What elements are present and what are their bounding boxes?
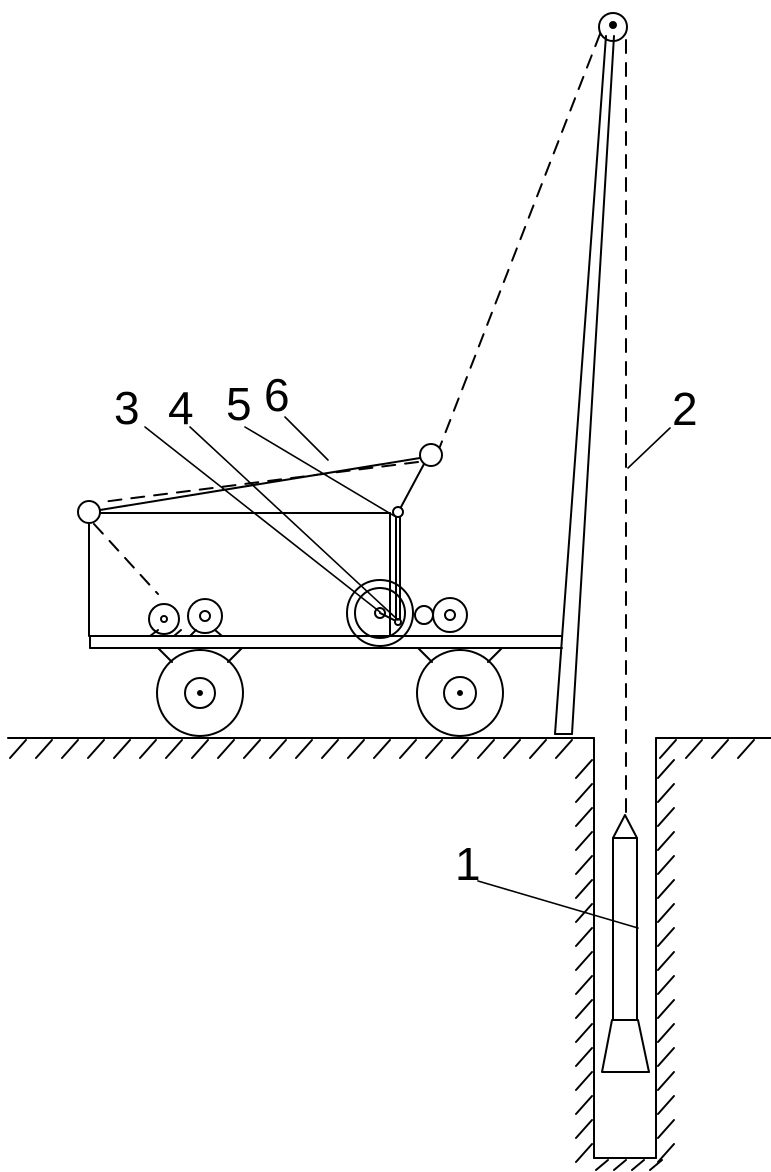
leader-4 bbox=[189, 426, 399, 621]
bore-hatch-stroke bbox=[575, 1143, 593, 1163]
bore-hatch-stroke bbox=[657, 759, 675, 779]
bore-hatch-stroke bbox=[613, 1159, 627, 1171]
bore-hatch-stroke bbox=[657, 879, 675, 899]
callouts: 1 2 3 4 5 6 bbox=[114, 369, 698, 890]
bore-hatch-stroke bbox=[657, 1047, 675, 1067]
callout-2: 2 bbox=[672, 383, 698, 435]
ground-hatch-stroke bbox=[9, 739, 27, 759]
mast bbox=[554, 35, 615, 735]
ground-hatch-stroke bbox=[373, 739, 391, 759]
ground-hatch-stroke bbox=[321, 739, 339, 759]
bore-hatch-stroke bbox=[657, 1143, 675, 1163]
ground-hatch-stroke bbox=[529, 739, 547, 759]
ground-hatching bbox=[9, 739, 755, 759]
ground-hatch-stroke bbox=[217, 739, 235, 759]
leader-1 bbox=[477, 880, 639, 929]
callout-4: 4 bbox=[168, 382, 194, 434]
bore-hatch-stroke bbox=[657, 807, 675, 827]
ground-hatch-stroke bbox=[347, 739, 365, 759]
ground-hatch-stroke bbox=[711, 739, 729, 759]
winch-drum bbox=[346, 579, 414, 647]
bore-hatch-stroke bbox=[575, 879, 593, 899]
bore-hatch-stroke bbox=[595, 1159, 609, 1171]
borehole-probe bbox=[601, 814, 650, 1073]
callout-3: 3 bbox=[114, 382, 140, 434]
ground-surface bbox=[7, 737, 771, 759]
leader-2 bbox=[627, 427, 671, 469]
ground-hatch-stroke bbox=[165, 739, 183, 759]
bore-hatch-stroke bbox=[657, 927, 675, 947]
wheel-front bbox=[416, 647, 504, 737]
bore-hatch-stroke bbox=[657, 783, 675, 803]
ground-hatch-stroke bbox=[399, 739, 417, 759]
ground-hatch-stroke bbox=[191, 739, 209, 759]
bore-hatch-stroke bbox=[575, 975, 593, 995]
leader-6 bbox=[284, 416, 329, 461]
bore-hatch-stroke bbox=[575, 1071, 593, 1091]
ground-hatch-stroke bbox=[555, 739, 573, 759]
bore-hatch-stroke bbox=[657, 1071, 675, 1091]
truck-frame bbox=[88, 457, 421, 637]
callout-1: 1 bbox=[455, 838, 481, 890]
cable-line bbox=[93, 33, 627, 816]
ground-hatch-stroke bbox=[243, 739, 261, 759]
bore-hatch-stroke bbox=[575, 903, 593, 923]
crown-pulley bbox=[598, 12, 628, 42]
ground-hatch-stroke bbox=[295, 739, 313, 759]
bore-hatch-stroke bbox=[575, 807, 593, 827]
truck-deck bbox=[89, 635, 563, 649]
bore-hatch-stroke bbox=[575, 759, 593, 779]
ground-hatch-stroke bbox=[35, 739, 53, 759]
borehole-wall-hatching-left bbox=[575, 759, 593, 1163]
roller-pair-left bbox=[148, 598, 223, 637]
leader-lines bbox=[144, 416, 671, 929]
ground-hatch-stroke bbox=[685, 739, 703, 759]
bore-hatch-stroke bbox=[575, 1119, 593, 1139]
ground-hatch-stroke bbox=[139, 739, 157, 759]
bore-hatch-stroke bbox=[657, 1095, 675, 1115]
bore-hatch-stroke bbox=[657, 831, 675, 851]
ground-hatch-stroke bbox=[451, 739, 469, 759]
roller-pair-right bbox=[414, 597, 468, 633]
ground-hatch-stroke bbox=[269, 739, 287, 759]
callout-6: 6 bbox=[264, 369, 290, 421]
bore-hatch-stroke bbox=[575, 783, 593, 803]
borehole-wall-hatching-right bbox=[657, 759, 675, 1163]
bore-hatch-stroke bbox=[657, 975, 675, 995]
bore-hatch-stroke bbox=[575, 1095, 593, 1115]
leader-5 bbox=[244, 426, 397, 518]
ground-hatch-stroke bbox=[477, 739, 495, 759]
wheel-rear bbox=[156, 647, 244, 737]
bore-hatch-stroke bbox=[631, 1159, 645, 1171]
bore-hatch-stroke bbox=[575, 1023, 593, 1043]
ground-hatch-stroke bbox=[737, 739, 755, 759]
ground-hatch-stroke bbox=[425, 739, 443, 759]
boom-arm bbox=[392, 463, 425, 623]
borehole bbox=[575, 737, 675, 1171]
leader-3 bbox=[144, 426, 381, 613]
frame-pulley-left bbox=[77, 500, 101, 524]
ground-hatch-stroke bbox=[503, 739, 521, 759]
bore-hatch-stroke bbox=[657, 999, 675, 1019]
bore-hatch-stroke bbox=[657, 1119, 675, 1139]
bore-hatch-stroke bbox=[649, 1159, 663, 1171]
bore-hatch-stroke bbox=[575, 831, 593, 851]
bore-hatch-stroke bbox=[575, 951, 593, 971]
bore-hatch-stroke bbox=[575, 999, 593, 1019]
callout-5: 5 bbox=[226, 378, 252, 430]
ground-hatch-stroke bbox=[87, 739, 105, 759]
boom-pulley bbox=[419, 443, 443, 467]
ground-hatch-stroke bbox=[61, 739, 79, 759]
bore-hatch-stroke bbox=[657, 855, 675, 875]
ground-hatch-stroke bbox=[113, 739, 131, 759]
bore-hatch-stroke bbox=[575, 927, 593, 947]
bore-hatch-stroke bbox=[657, 903, 675, 923]
bore-hatch-stroke bbox=[657, 951, 675, 971]
bore-hatch-stroke bbox=[657, 1023, 675, 1043]
bore-hatch-stroke bbox=[575, 1047, 593, 1067]
bore-hatch-stroke bbox=[575, 855, 593, 875]
ground-hatch-stroke bbox=[659, 739, 677, 759]
borehole-bottom-hatching bbox=[595, 1159, 663, 1171]
